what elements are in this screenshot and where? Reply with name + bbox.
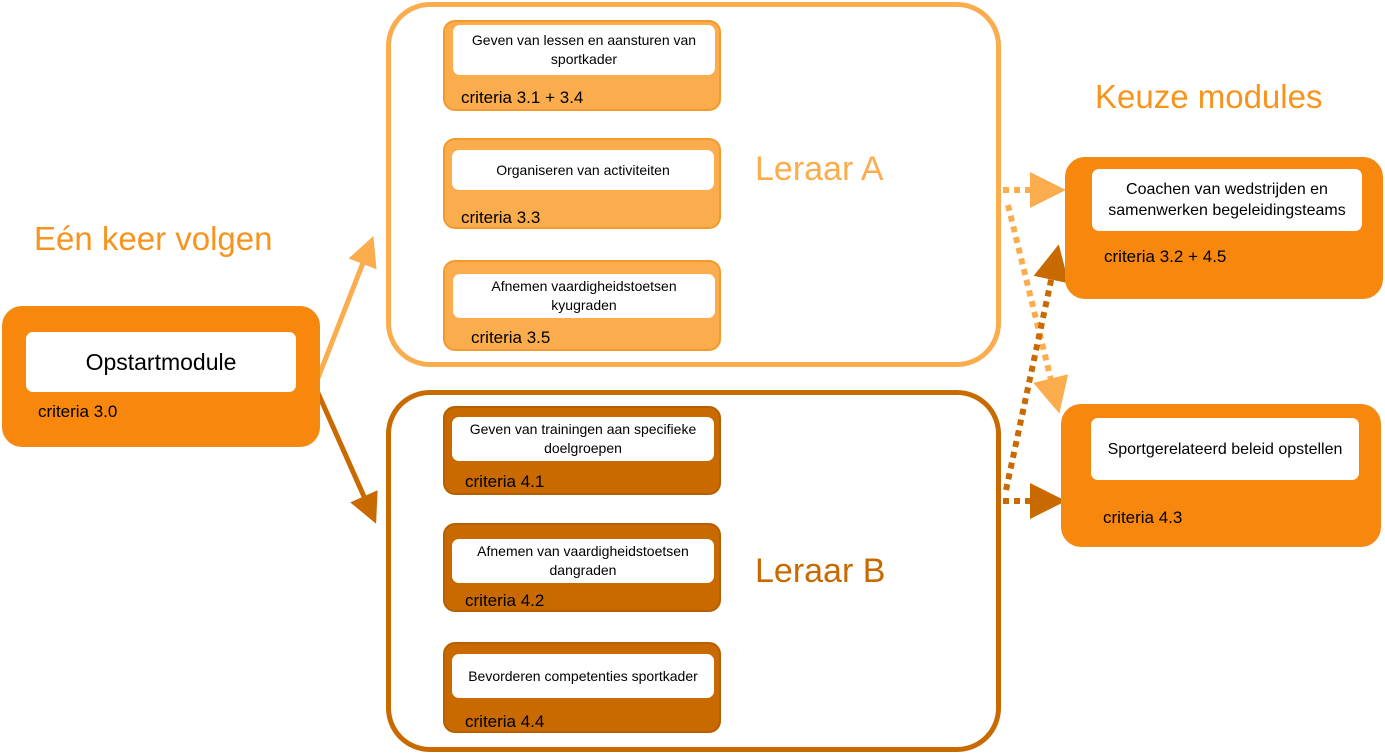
module-title: Geven van lessen en aansturen van sportk…	[453, 25, 715, 75]
module-criteria: criteria 4.1	[465, 472, 545, 491]
module-criteria: criteria 4.2	[465, 591, 545, 610]
module-title: Organiseren van activiteiten	[452, 150, 714, 190]
module-criteria: criteria 4.4	[465, 712, 545, 731]
module-vaardigheid-kyugraden[interactable]: Afnemen vaardigheidstoetsen kyugraden cr…	[443, 260, 721, 351]
start-module-criteria: criteria 3.0	[38, 402, 118, 421]
module-title: Sportgerelateerd beleid opstellen	[1091, 418, 1359, 480]
module-criteria: criteria 3.3	[461, 208, 541, 227]
module-sportbeleid[interactable]: Sportgerelateerd beleid opstellen criter…	[1061, 404, 1381, 547]
group-leraar-b-label: Leraar B	[755, 552, 886, 590]
module-competenties-sportkader[interactable]: Bevorderen competenties sportkader crite…	[443, 642, 721, 733]
start-module[interactable]: Opstartmodule criteria 3.0	[2, 306, 320, 447]
module-title: Afnemen van vaardigheidstoetsen dangrade…	[452, 539, 714, 583]
module-title: Geven van trainingen aan specifieke doel…	[452, 417, 714, 461]
module-coachen-wedstrijden[interactable]: Coachen van wedstrijden en samenwerken b…	[1065, 157, 1383, 299]
module-criteria: criteria 3.1 + 3.4	[461, 88, 584, 107]
heading-choice: Keuze modules	[1095, 78, 1323, 115]
module-organiseren-activiteiten[interactable]: Organiseren van activiteiten criteria 3.…	[443, 138, 721, 229]
module-lessen-sportkader[interactable]: Geven van lessen en aansturen van sportk…	[443, 20, 721, 111]
module-title: Bevorderen competenties sportkader	[452, 654, 714, 698]
module-criteria: criteria 4.3	[1103, 508, 1183, 527]
module-title: Coachen van wedstrijden en samenwerken b…	[1092, 169, 1362, 231]
arrow-start-to-leraar-b	[315, 391, 378, 524]
module-criteria: criteria 3.5	[471, 328, 551, 347]
module-trainingen-doelgroepen[interactable]: Geven van trainingen aan specifieke doel…	[443, 406, 721, 495]
group-leraar-a-label: Leraar A	[755, 150, 884, 188]
arrow-start-to-leraar-a	[315, 236, 377, 379]
module-title: Afnemen vaardigheidstoetsen kyugraden	[453, 274, 715, 318]
module-vaardigheid-dangraden[interactable]: Afnemen van vaardigheidstoetsen dangrade…	[443, 523, 721, 612]
start-module-title: Opstartmodule	[26, 332, 296, 392]
arrow-leraar-b-to-coachen	[1003, 244, 1069, 491]
module-criteria: criteria 3.2 + 4.5	[1104, 247, 1227, 266]
heading-once: Eén keer volgen	[34, 220, 273, 257]
